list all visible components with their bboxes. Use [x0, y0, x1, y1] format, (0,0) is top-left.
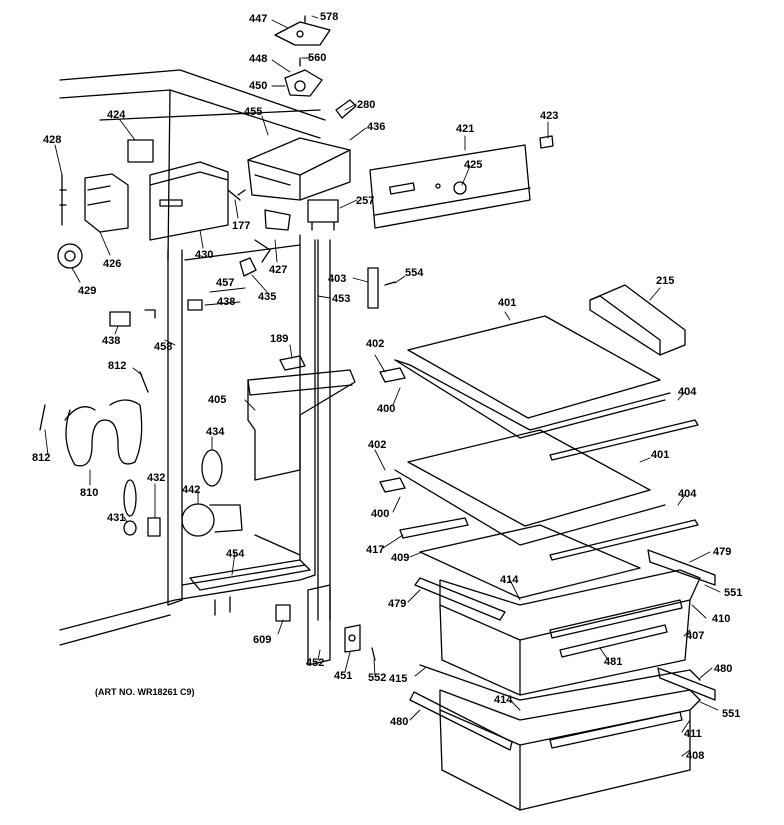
part-label-480-left: 480: [390, 716, 409, 728]
part-label-426: 426: [103, 258, 122, 270]
part-label-810: 810: [80, 487, 99, 499]
part-label-450: 450: [249, 80, 268, 92]
part-label-432: 432: [147, 472, 166, 484]
part-label-409: 409: [391, 552, 410, 564]
bottom-brackets: [275, 604, 376, 661]
part-label-609: 609: [253, 634, 272, 646]
part-label-427: 427: [269, 264, 288, 276]
shelf-rails: [549, 419, 699, 561]
part-label-415: 415: [389, 673, 408, 685]
shelf-upper: [379, 315, 671, 439]
part-label-425: 425: [464, 159, 483, 171]
part-label-434: 434: [206, 426, 225, 438]
part-label-401-upper: 401: [498, 297, 517, 309]
part-label-552: 552: [368, 672, 387, 684]
part-label-408: 408: [686, 750, 705, 762]
part-label-812-upper: 812: [108, 360, 127, 372]
door-bin: [589, 284, 686, 356]
part-label-417: 417: [366, 544, 385, 556]
part-label-457: 457: [216, 277, 235, 289]
part-label-402-upper: 402: [366, 338, 385, 350]
part-label-447: 447: [249, 13, 268, 25]
part-label-189: 189: [270, 333, 289, 345]
part-label-400-lower: 400: [371, 508, 390, 520]
part-label-481: 481: [604, 656, 623, 668]
part-label-177: 177: [232, 220, 251, 232]
cabinet-liner: [59, 69, 331, 666]
part-label-404-upper: 404: [678, 386, 697, 398]
part-label-429: 429: [78, 285, 97, 297]
part-label-438-lower: 438: [102, 335, 121, 347]
part-label-812-lower: 812: [32, 452, 51, 464]
part-label-423: 423: [540, 110, 559, 122]
part-label-431: 431: [107, 512, 126, 524]
part-label-257: 257: [356, 195, 375, 207]
shelf-support: [367, 267, 396, 309]
part-label-215: 215: [656, 275, 675, 287]
part-label-435: 435: [258, 291, 277, 303]
control-housing: [247, 137, 351, 201]
part-label-404-lower: 404: [678, 488, 697, 500]
fan-bracket: [149, 161, 246, 241]
part-label-451: 451: [334, 670, 353, 682]
part-label-436: 436: [367, 121, 386, 133]
part-label-403: 403: [328, 273, 347, 285]
part-label-407: 407: [686, 630, 705, 642]
part-label-551-lower: 551: [722, 708, 741, 720]
defrost-heater: [64, 399, 143, 467]
air-duct: [247, 355, 356, 481]
part-label-442: 442: [182, 484, 201, 496]
crisper-drawer-lower: [409, 664, 716, 811]
part-label-454: 454: [226, 548, 245, 560]
control-panel: [369, 135, 554, 229]
crisper-drawer-upper: [414, 549, 716, 696]
small-parts: [39, 299, 203, 431]
part-label-480-right: 480: [714, 663, 733, 675]
part-label-452: 452: [306, 657, 325, 669]
part-label-458: 458: [154, 341, 173, 353]
part-label-578: 578: [320, 11, 339, 23]
part-label-455: 455: [244, 106, 263, 118]
leader-lines: [44, 15, 721, 757]
part-label-414-lower: 414: [494, 694, 513, 706]
art-number-caption: (ART NO. WR18261 C9): [95, 687, 195, 697]
part-label-421: 421: [456, 123, 475, 135]
part-label-438-upper: 438: [217, 296, 236, 308]
part-label-414-upper: 414: [500, 574, 519, 586]
shelf-lower: [379, 429, 666, 546]
part-label-401-lower: 401: [651, 449, 670, 461]
part-label-402-lower: 402: [368, 439, 387, 451]
part-label-430: 430: [195, 249, 214, 261]
part-label-405: 405: [208, 394, 227, 406]
part-label-280: 280: [357, 99, 376, 111]
part-label-453: 453: [332, 293, 351, 305]
damper-cover: [274, 15, 357, 119]
part-label-554: 554: [405, 267, 424, 279]
part-label-400-upper: 400: [377, 403, 396, 415]
part-label-479-left: 479: [388, 598, 407, 610]
part-label-428: 428: [43, 134, 62, 146]
part-label-479-right: 479: [713, 546, 732, 558]
thermostat: [307, 199, 339, 231]
part-label-551-upper: 551: [724, 587, 743, 599]
part-label-410: 410: [712, 613, 731, 625]
part-label-424: 424: [107, 109, 126, 121]
part-label-411: 411: [684, 728, 702, 740]
part-label-560: 560: [308, 52, 327, 64]
electrical-components: [57, 139, 291, 277]
part-label-448: 448: [249, 53, 268, 65]
